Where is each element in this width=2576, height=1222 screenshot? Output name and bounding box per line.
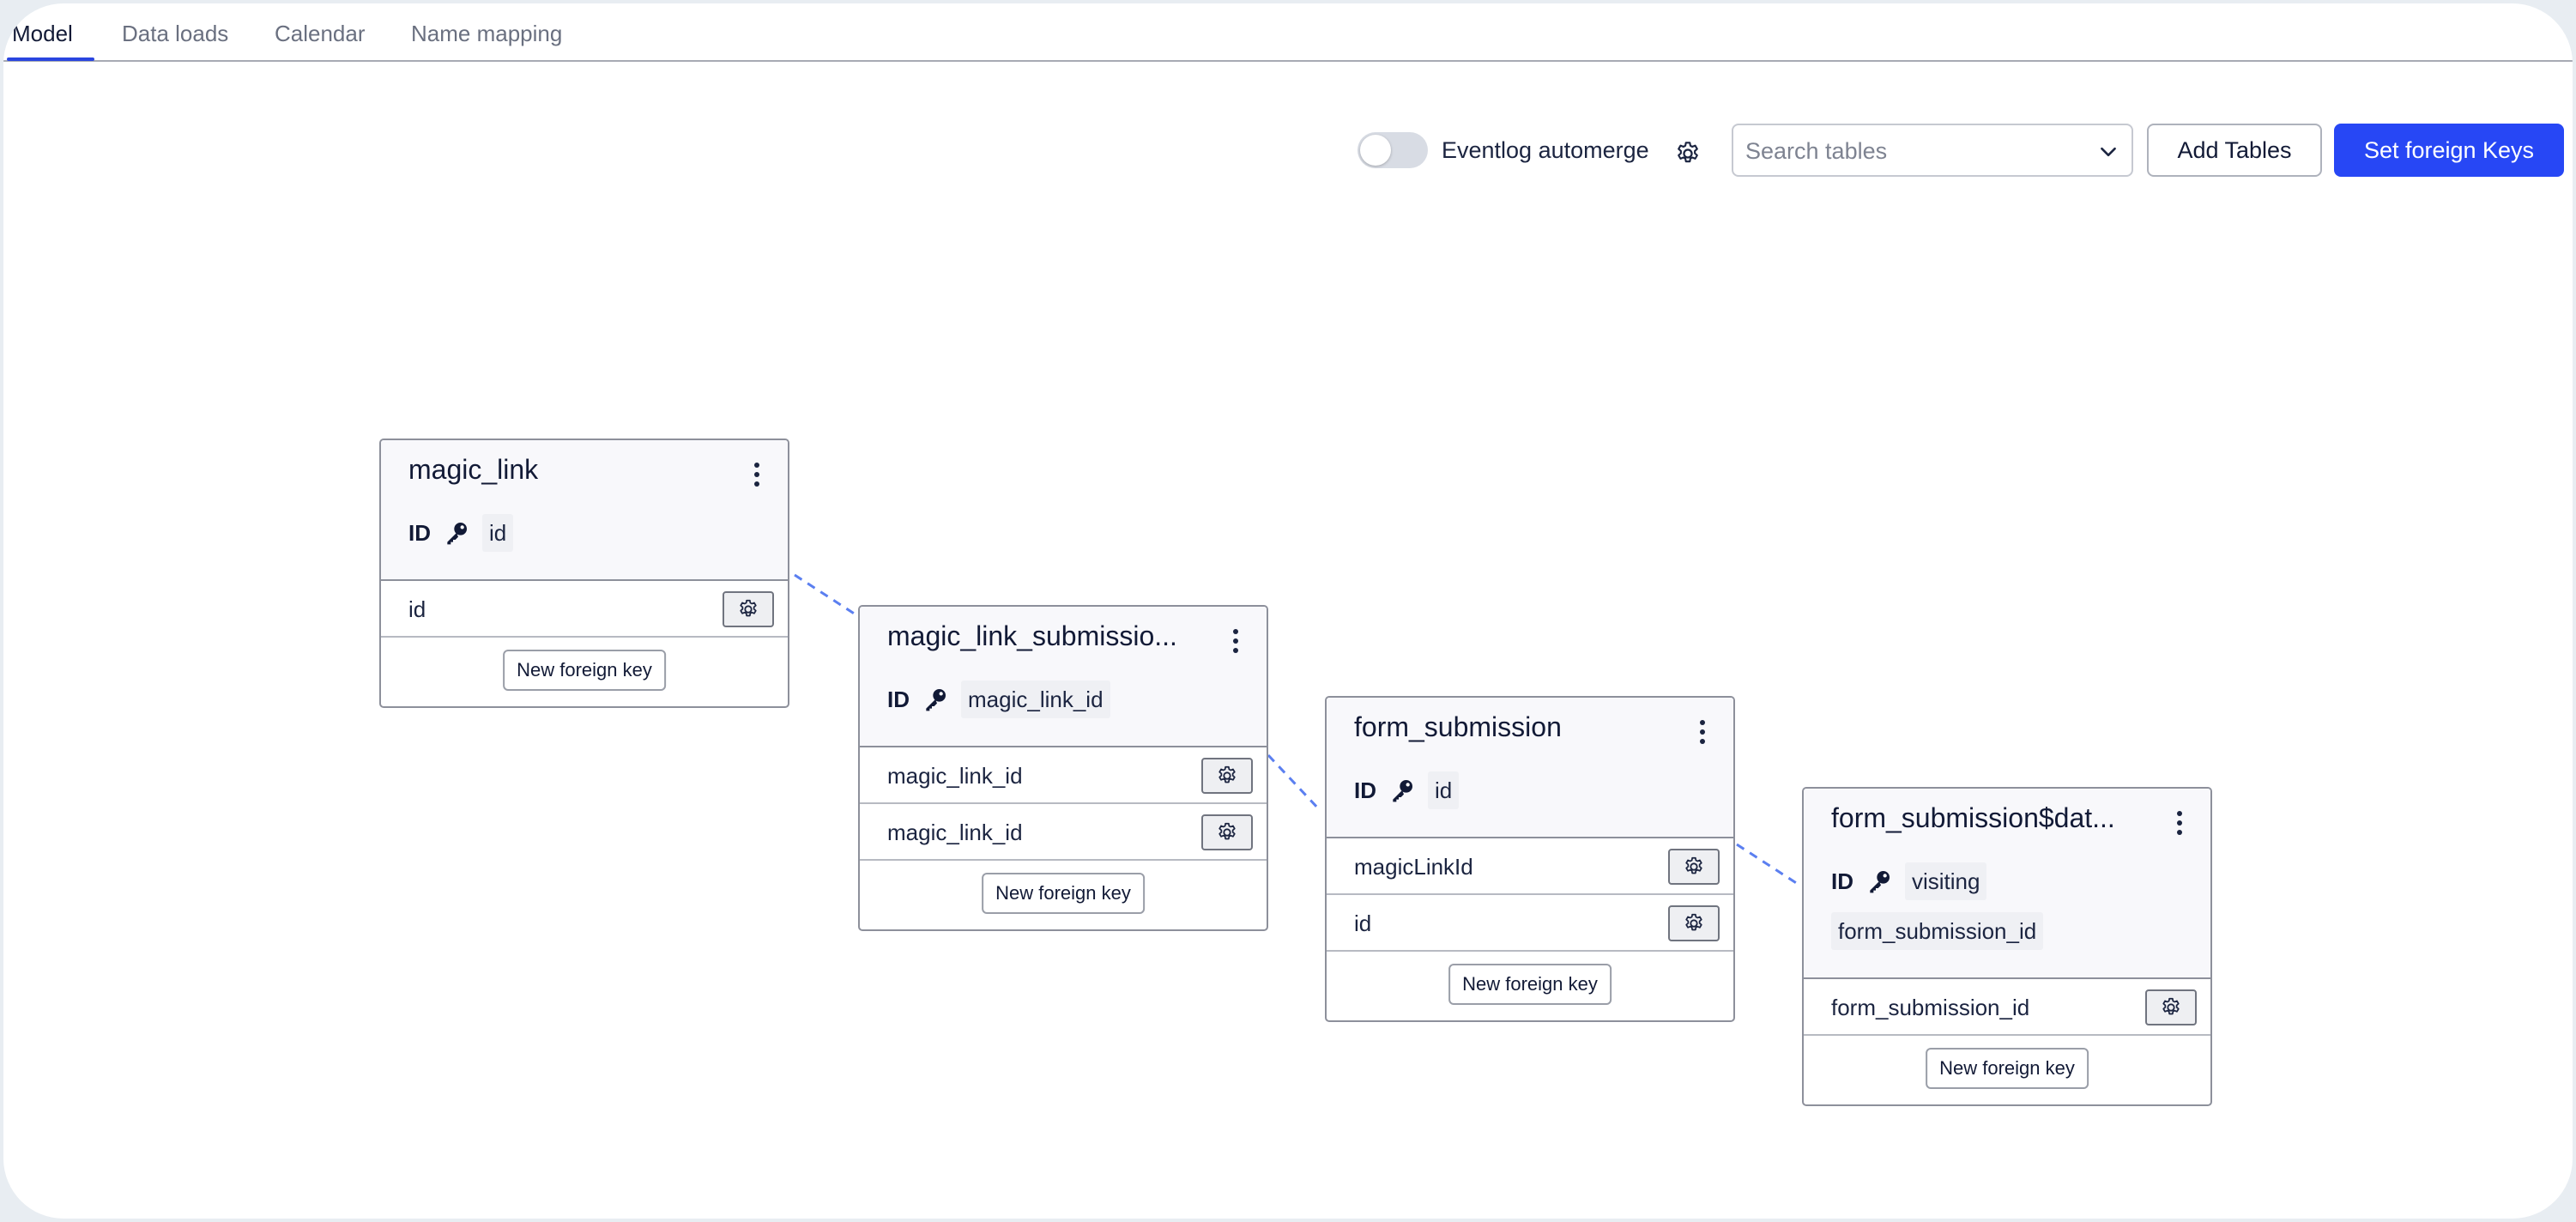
column-name: id <box>1354 910 1372 936</box>
primary-key-chip: id <box>482 514 514 552</box>
id-label: ID <box>1831 868 1853 894</box>
table-card-form-submission[interactable]: form_submission ID id magicLinkId <box>1325 696 1735 1022</box>
chevron-down-icon[interactable] <box>2097 141 2119 163</box>
table-card-footer: New foreign key <box>1327 952 1733 1020</box>
column-row: form_submission_id <box>1804 979 2210 1036</box>
column-row: id <box>381 581 788 638</box>
key-icon <box>447 523 467 545</box>
column-settings-button[interactable] <box>1201 814 1253 850</box>
new-foreign-key-button[interactable]: New foreign key <box>503 650 666 691</box>
column-name: magicLinkId <box>1354 854 1473 880</box>
table-name: form_submission <box>1354 711 1562 742</box>
id-label: ID <box>408 519 431 546</box>
primary-key-row: ID magic_link_id <box>887 681 1110 718</box>
column-name: id <box>408 596 426 622</box>
key-icon <box>926 689 946 711</box>
tab-bar: Model Data loads Calendar Name mapping <box>3 3 2573 62</box>
table-card-header: form_submission ID id <box>1327 698 1733 838</box>
kebab-menu-icon[interactable] <box>1227 626 1244 656</box>
gear-icon <box>1218 765 1236 783</box>
table-card-magic-link[interactable]: magic_link ID id id N <box>379 439 789 708</box>
column-settings-button[interactable] <box>2145 989 2197 1025</box>
kebab-menu-icon[interactable] <box>748 459 765 490</box>
column-row: magicLinkId <box>1327 838 1733 895</box>
table-card-magic-link-submission[interactable]: magic_link_submissio... ID magic_link_id… <box>858 605 1268 931</box>
table-card-header: magic_link ID id <box>381 440 788 581</box>
search-tables-select[interactable] <box>1732 124 2133 177</box>
table-card-header: magic_link_submissio... ID magic_link_id <box>860 607 1267 747</box>
table-name: magic_link_submissio... <box>887 620 1177 651</box>
gear-icon <box>1218 822 1236 840</box>
column-row: magic_link_id <box>860 804 1267 861</box>
table-card-form-submission-data[interactable]: form_submission$dat... ID visiting form_… <box>1802 787 2212 1106</box>
column-settings-button[interactable] <box>1668 905 1720 941</box>
kebab-menu-icon[interactable] <box>1694 717 1711 747</box>
gear-icon <box>2162 997 2180 1015</box>
primary-key-chip: id <box>1428 771 1460 809</box>
tab-data-loads[interactable]: Data loads <box>122 21 229 46</box>
primary-key-chip: magic_link_id <box>961 681 1110 718</box>
column-row: magic_link_id <box>860 747 1267 804</box>
gear-icon <box>740 599 757 617</box>
table-card-footer: New foreign key <box>860 861 1267 929</box>
id-label: ID <box>1354 777 1376 803</box>
eventlog-automerge-toggle[interactable] <box>1358 132 1428 168</box>
new-foreign-key-button[interactable]: New foreign key <box>1448 964 1612 1005</box>
tab-name-mapping[interactable]: Name mapping <box>411 21 563 46</box>
column-name: form_submission_id <box>1831 995 2030 1020</box>
column-row: id <box>1327 895 1733 952</box>
table-card-footer: New foreign key <box>1804 1036 2210 1104</box>
new-foreign-key-button[interactable]: New foreign key <box>982 873 1145 914</box>
gear-icon <box>1685 913 1702 931</box>
key-icon <box>1393 780 1412 802</box>
edge-form-to-data <box>1736 843 1801 887</box>
new-foreign-key-button[interactable]: New foreign key <box>1926 1048 2089 1089</box>
column-settings-button[interactable] <box>723 591 774 627</box>
table-name: form_submission$dat... <box>1831 802 2115 833</box>
column-settings-button[interactable] <box>1201 758 1253 794</box>
search-tables-input[interactable] <box>1745 134 2080 168</box>
kebab-menu-icon[interactable] <box>2171 808 2188 838</box>
active-tab-indicator <box>7 57 94 61</box>
app-window: Model Data loads Calendar Name mapping E… <box>3 3 2573 1219</box>
set-foreign-keys-button[interactable]: Set foreign Keys <box>2334 124 2564 177</box>
gear-icon[interactable] <box>1674 140 1702 167</box>
table-card-footer: New foreign key <box>381 638 788 706</box>
gear-icon <box>1685 856 1702 874</box>
key-icon <box>1870 871 1890 893</box>
tab-calendar[interactable]: Calendar <box>275 21 366 46</box>
column-settings-button[interactable] <box>1668 849 1720 885</box>
tab-model[interactable]: Model <box>12 21 73 46</box>
add-tables-button[interactable]: Add Tables <box>2147 124 2322 177</box>
primary-key-chip: form_submission_id <box>1831 912 2044 950</box>
eventlog-automerge-label: Eventlog automerge <box>1442 137 1649 163</box>
column-name: magic_link_id <box>887 763 1023 789</box>
toggle-knob <box>1360 135 1391 166</box>
table-name: magic_link <box>408 454 539 485</box>
table-card-header: form_submission$dat... ID visiting form_… <box>1804 789 2210 979</box>
edge-submission-to-form <box>1267 753 1321 812</box>
column-name: magic_link_id <box>887 820 1023 845</box>
edge-magic-link-to-submission <box>794 573 859 618</box>
primary-key-row: ID visiting <box>1831 862 1987 900</box>
primary-key-row: ID id <box>1354 771 1460 809</box>
primary-key-row: ID id <box>408 514 514 552</box>
primary-key-chip: visiting <box>1905 862 1987 900</box>
id-label: ID <box>887 686 910 712</box>
